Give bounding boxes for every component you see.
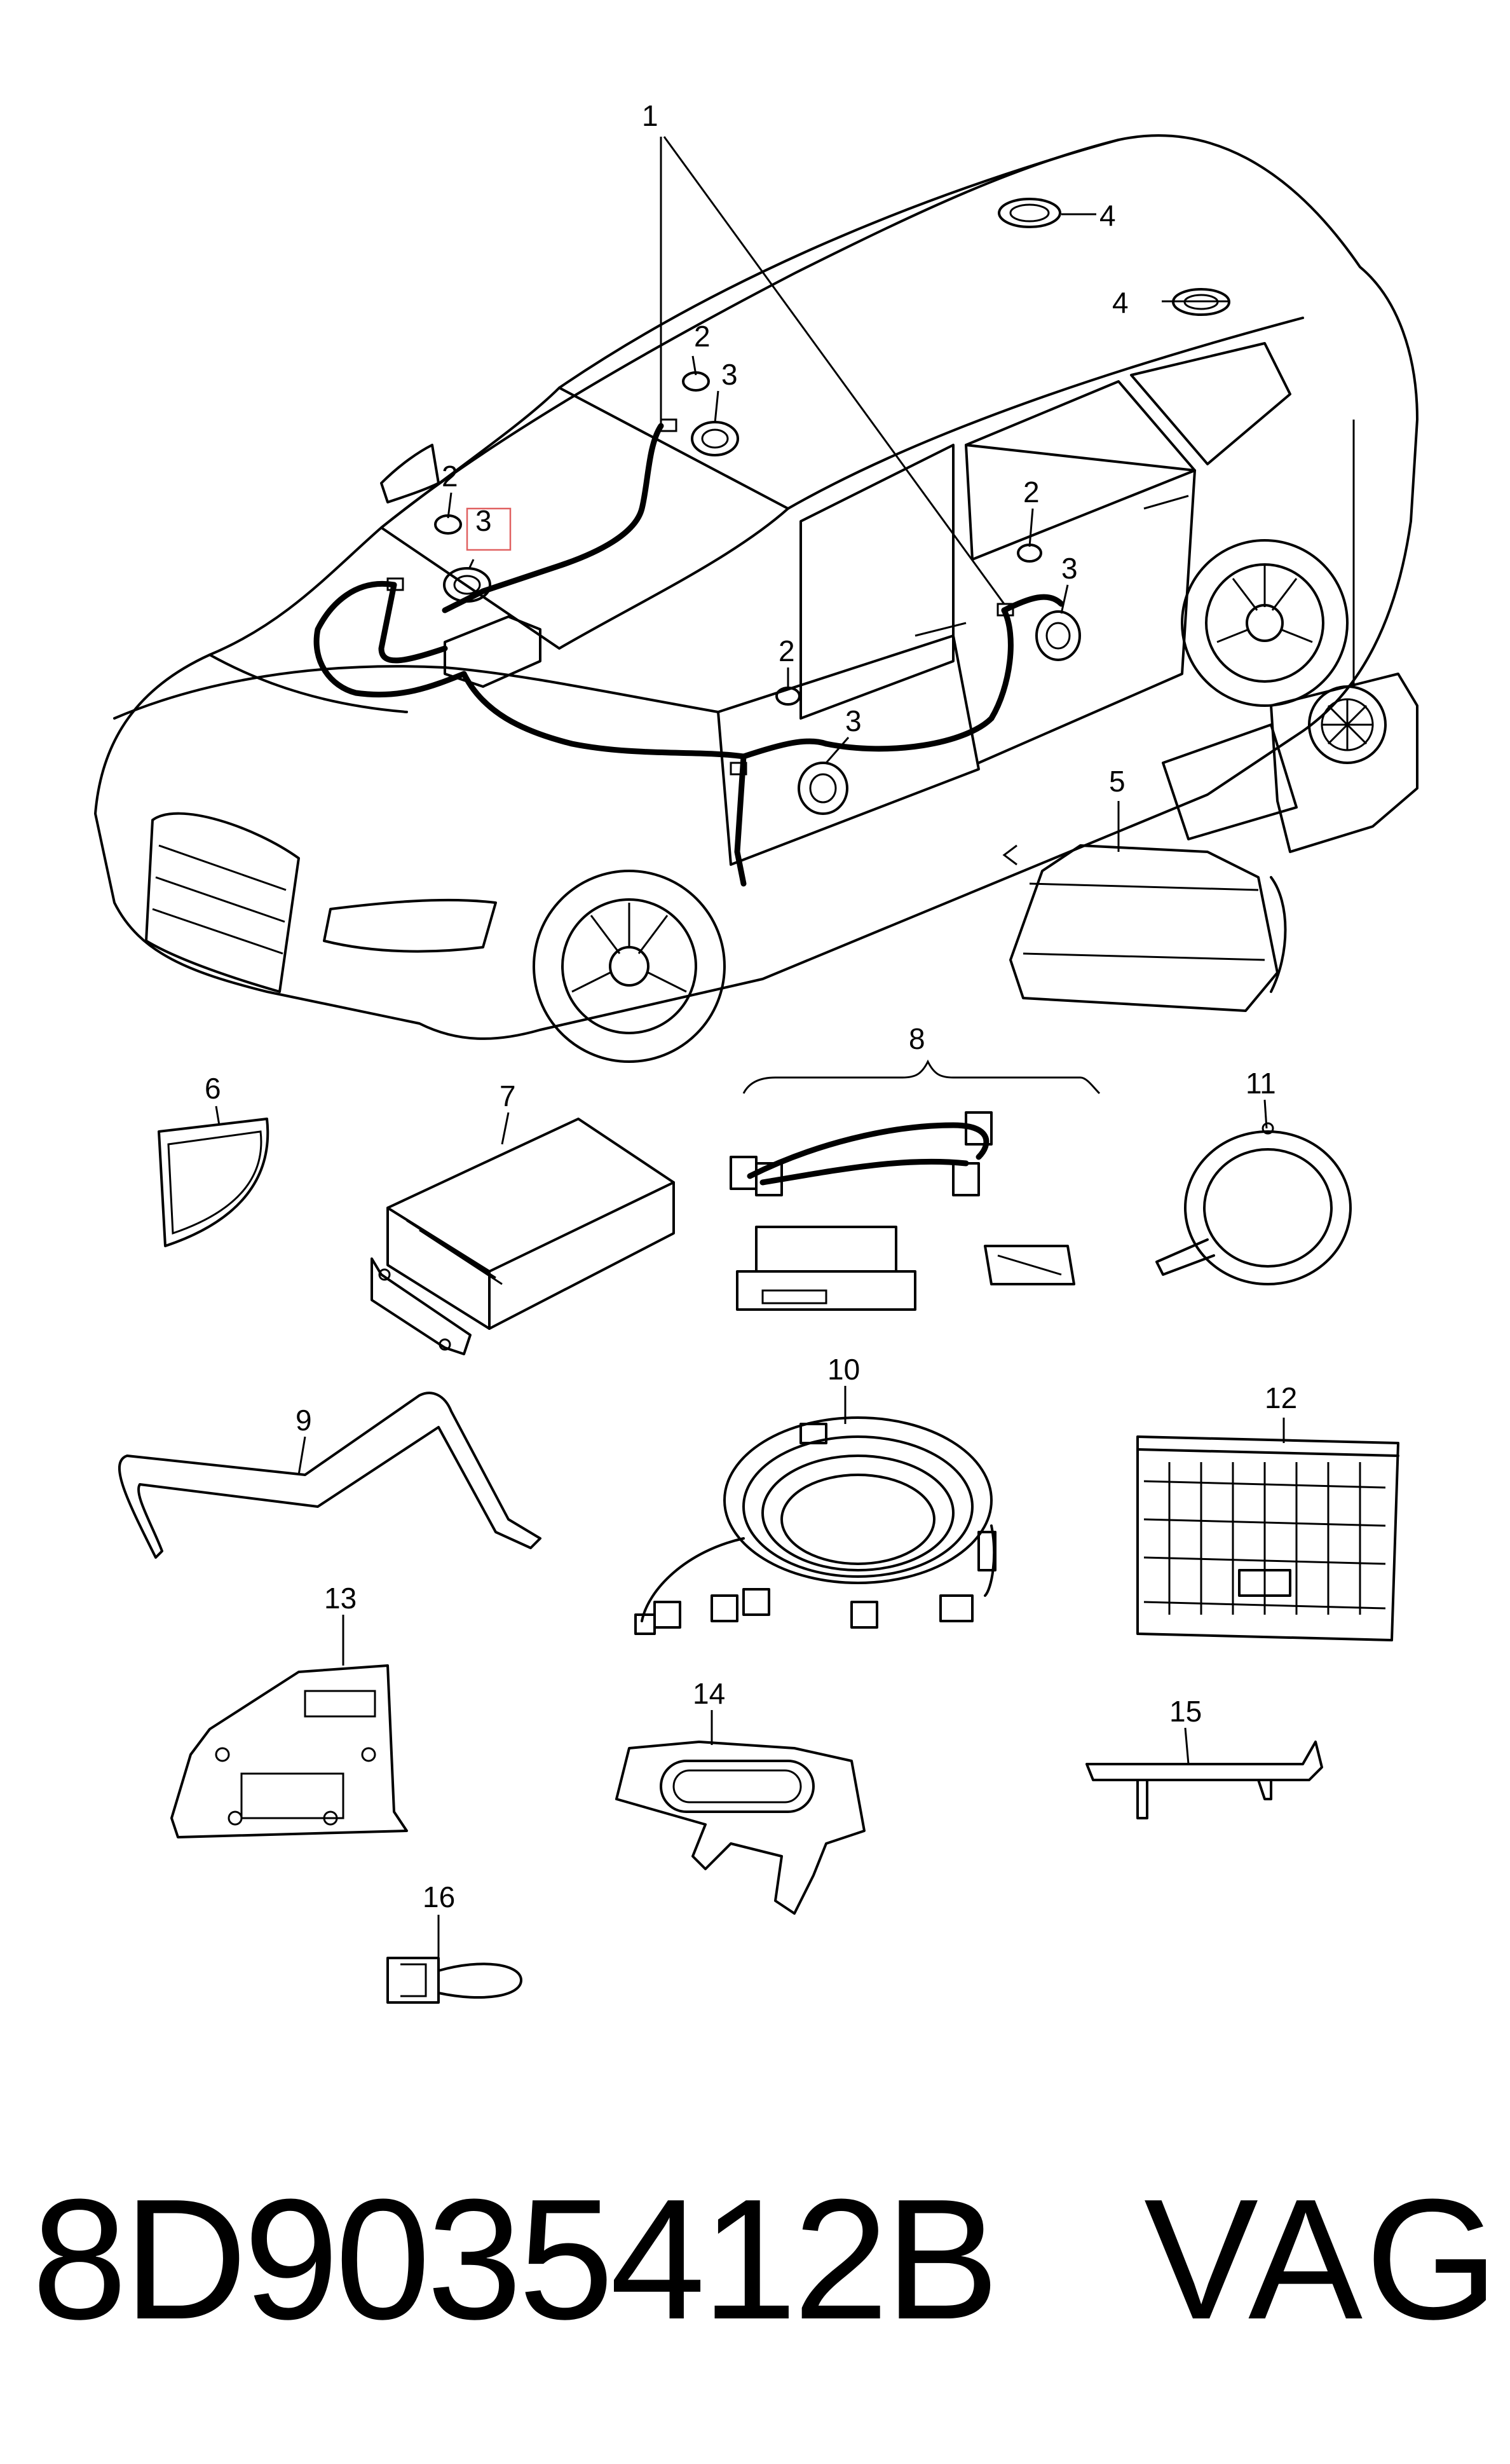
callout-4: 4 [1099,199,1116,232]
callout-1: 1 [642,99,658,132]
highlight-box [466,507,512,551]
callout-3: 3 [721,358,738,391]
callout-16: 16 [423,1880,455,1913]
callout-10: 10 [827,1353,860,1386]
callout-2: 2 [1023,476,1040,509]
part-15-rail [1085,1741,1323,1819]
callout-6: 6 [205,1072,221,1105]
part-6-speaker-grille [158,1118,269,1247]
callout-2: 2 [694,320,711,353]
callout-12: 12 [1265,1381,1297,1414]
part-number: 8D9035412B [32,2164,999,2355]
callout-2: 2 [779,634,795,667]
callout-3: 3 [1061,552,1078,585]
callout-13: 13 [324,1582,357,1615]
part-16-clip [386,1957,522,2004]
callout-5: 5 [1109,765,1126,798]
car-illustration [94,134,1418,1063]
part-11-speaker-ring [1155,1122,1352,1285]
part-8-harness-kit [730,1059,1101,1311]
callout-11: 11 [1246,1067,1276,1100]
part-14-mount-plate [615,1741,866,1915]
leader-lines [215,136,1355,1957]
wiring-harness [313,418,1064,887]
part-10-cable-harness [634,1416,996,1635]
part-13-bracket [170,1664,408,1838]
callout-3: 3 [475,504,492,537]
callout-14: 14 [693,1677,725,1710]
callout-3: 3 [845,704,862,737]
callout-8: 8 [909,1022,925,1055]
callout-15: 15 [1169,1695,1202,1728]
part-7-amplifier [371,1118,675,1355]
brand-name: VAG [1144,2164,1502,2355]
part-12-control-unit [1136,1435,1399,1641]
callout-9: 9 [296,1404,312,1437]
part-9-tube [118,1392,541,1559]
callout-7: 7 [500,1079,516,1112]
callout-labels: 1 2 3 2 3 2 3 2 3 4 4 5 6 7 8 11 9 10 12… [205,99,1297,1913]
callout-4: 4 [1112,286,1129,319]
part-5-amplifier-subwoofer [1002,673,1418,1012]
callout-2: 2 [442,460,458,493]
